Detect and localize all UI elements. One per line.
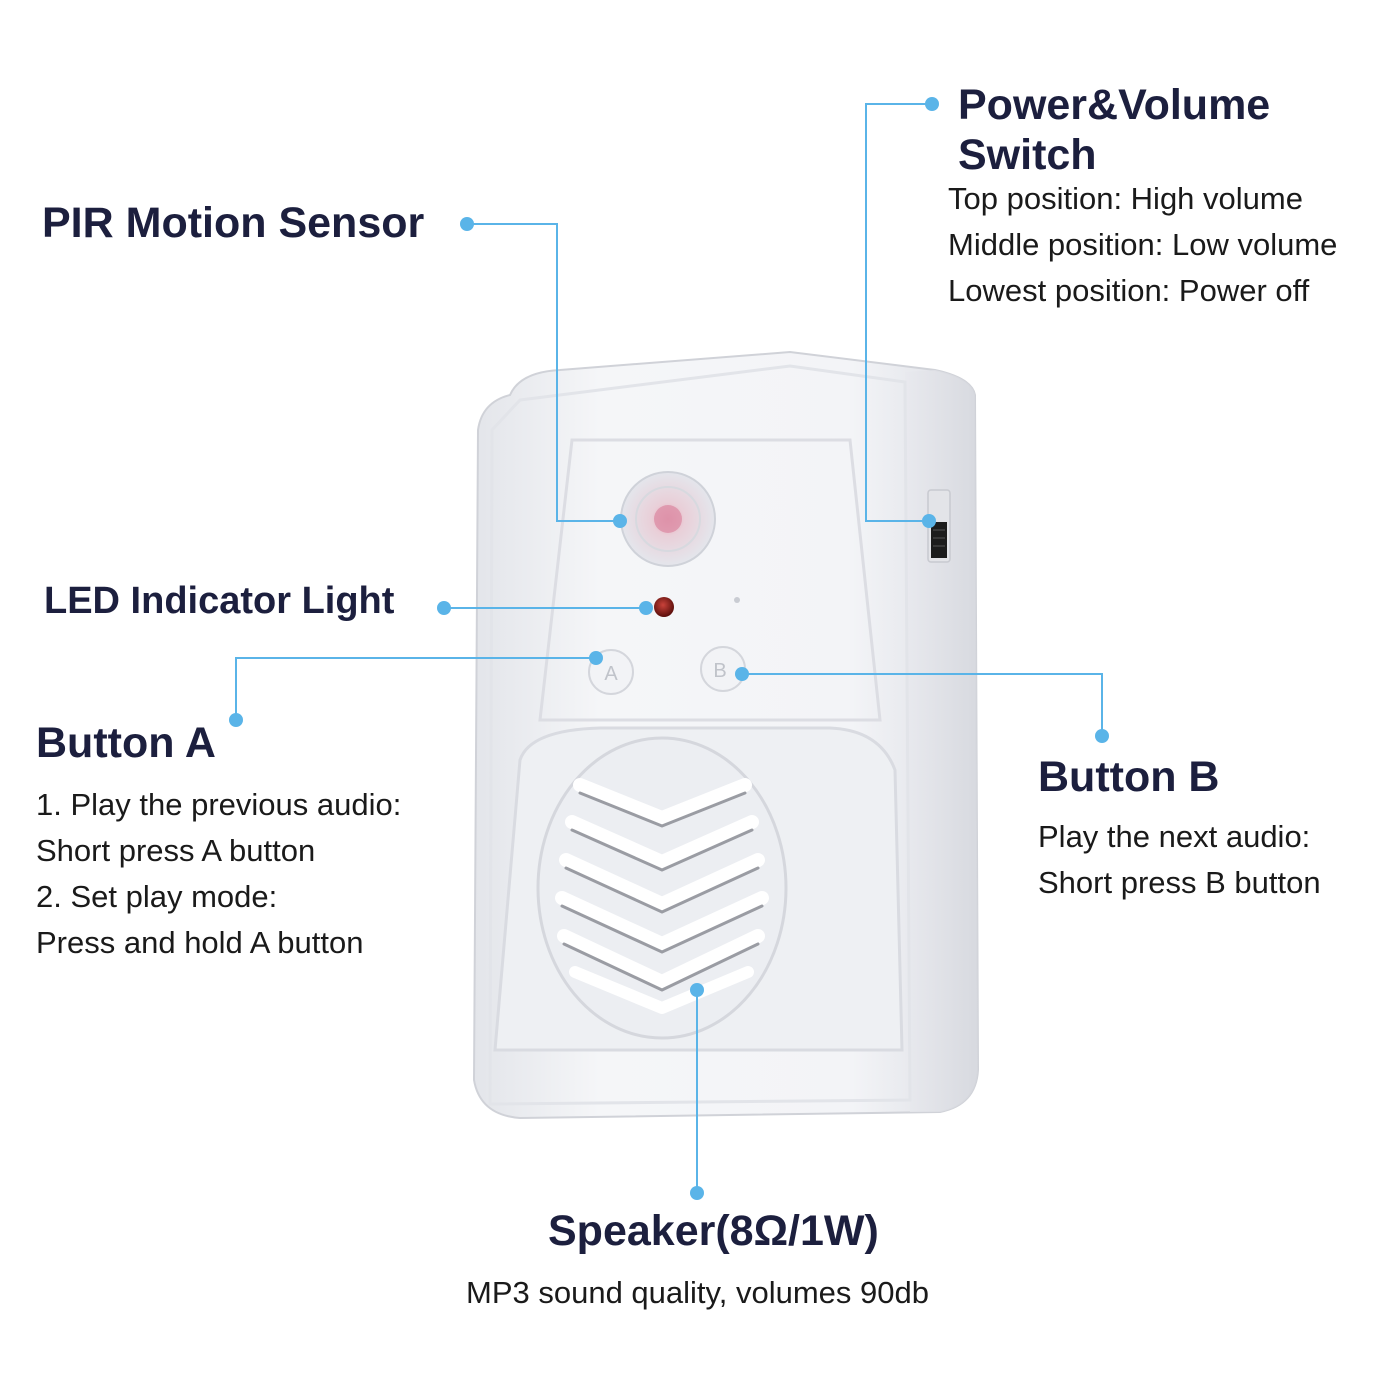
device-button-a-letter: A [604, 663, 618, 685]
button-a-description: 1. Play the previous audio: Short press … [36, 782, 401, 966]
dot-button-b-target [735, 667, 749, 681]
leader-pir [467, 223, 620, 522]
leader-button-a [235, 657, 596, 720]
button-b-description: Play the next audio: Short press B butto… [1038, 814, 1321, 906]
speaker-description: MP3 sound quality, volumes 90db [466, 1275, 929, 1310]
dot-speaker-label [690, 1186, 704, 1200]
power-volume-switch[interactable] [927, 489, 951, 563]
pir-lens [620, 471, 716, 567]
button-a-line-3: 2. Set play mode: [36, 879, 278, 914]
button-b-line-1: Play the next audio: [1038, 819, 1311, 854]
button-a-line-4: Press and hold A button [36, 925, 364, 960]
dot-button-a-target [589, 651, 603, 665]
button-a-title: Button A [36, 719, 216, 767]
leader-dots [229, 97, 1109, 1200]
power-switch-title-line-2: Switch [958, 131, 1097, 179]
dot-button-a-label [229, 713, 243, 727]
leader-button-b [742, 673, 1103, 736]
power-switch-description: Top position: High volume Middle positio… [948, 176, 1337, 314]
dot-power-label [925, 97, 939, 111]
mic-hole [734, 597, 740, 603]
power-switch-title-line-1: Power&Volume [958, 81, 1271, 129]
dot-led-target [639, 601, 653, 615]
speaker-grille [536, 736, 788, 1040]
dot-power-target [922, 514, 936, 528]
power-switch-line-lowest: Lowest position: Power off [948, 273, 1310, 308]
led-indicator-title: LED Indicator Light [44, 580, 395, 622]
dot-led-label [437, 601, 451, 615]
dot-pir-label [460, 217, 474, 231]
speaker-title: Speaker(8Ω/1W) [548, 1207, 879, 1255]
power-switch-title: Power&Volume Switch [958, 80, 1270, 180]
dot-button-b-label [1095, 729, 1109, 743]
button-b-line-2: Short press B button [1038, 865, 1321, 900]
pir-sensor-title: PIR Motion Sensor [42, 199, 425, 247]
power-switch-line-top: Top position: High volume [948, 181, 1303, 216]
power-switch-line-middle: Middle position: Low volume [948, 227, 1338, 262]
leader-lines [235, 103, 1103, 1193]
button-a-line-2: Short press A button [36, 833, 316, 868]
dot-pir-target [613, 514, 627, 528]
device-button-b[interactable]: B [700, 646, 746, 692]
dot-speaker-target [690, 983, 704, 997]
button-a-line-1: 1. Play the previous audio: [36, 787, 402, 822]
device-button-b-letter: B [713, 660, 726, 682]
led-indicator [654, 597, 674, 617]
leader-power [865, 103, 932, 522]
button-b-title: Button B [1038, 753, 1220, 801]
